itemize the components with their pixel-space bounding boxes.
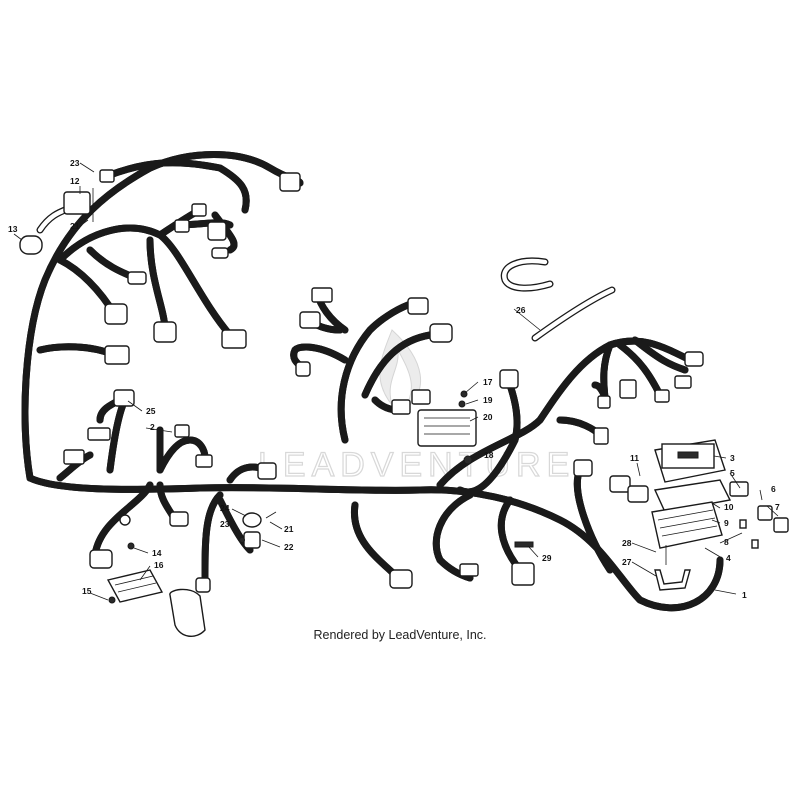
callout-21-sensor: 21 (284, 524, 294, 534)
connector-14 (407, 297, 429, 315)
callout-28: 28 (622, 538, 632, 548)
callout-29: 29 (542, 553, 552, 563)
ignition-coil (63, 191, 91, 215)
connector-22 (597, 395, 611, 409)
callout-27: 27 (622, 557, 632, 567)
connector-9 (153, 321, 177, 343)
connector-33 (459, 563, 479, 577)
callout-24: 24 (220, 503, 230, 513)
callout-23-top: 23 (70, 158, 80, 168)
callout-17: 17 (483, 377, 493, 387)
control-module (106, 542, 206, 637)
fuse-box-assembly (609, 439, 789, 549)
callout-25: 25 (146, 406, 156, 416)
callout-18: 18 (484, 450, 494, 460)
harness-connectors (63, 169, 704, 593)
connector-35 (195, 577, 211, 593)
connector-3 (191, 203, 207, 217)
callout-8: 8 (724, 537, 729, 547)
connector-19 (674, 375, 692, 389)
watermark-text: LEADVENTURE (258, 446, 575, 484)
callout-26: 26 (516, 305, 526, 315)
connector-24 (573, 459, 593, 477)
connector-18 (684, 351, 704, 367)
callout-3: 3 (730, 453, 735, 463)
callout-21-coil: 21 (70, 221, 80, 231)
connector-30 (257, 462, 277, 480)
callout-9: 9 (724, 518, 729, 528)
connector-27 (63, 449, 85, 465)
connector-12 (311, 287, 333, 303)
callout-1: 1 (742, 590, 747, 600)
callouts: 1 2 3 4 5 6 7 8 9 10 11 12 13 14 15 16 1… (8, 158, 780, 601)
voltage-regulator (391, 389, 477, 465)
connector-16 (295, 361, 311, 377)
mounting-bracket (654, 545, 691, 591)
connector-13 (299, 311, 321, 329)
connector-36 (89, 549, 113, 569)
connector-15 (429, 323, 453, 343)
render-credit: Rendered by LeadVenture, Inc. (313, 628, 487, 642)
connector-32 (389, 569, 413, 589)
callout-15: 15 (82, 586, 92, 596)
callout-2: 2 (150, 422, 155, 432)
connector-4 (174, 219, 190, 233)
connector-31 (169, 511, 189, 527)
callout-4: 4 (726, 553, 731, 563)
connector-8 (104, 303, 128, 325)
callout-7: 7 (775, 502, 780, 512)
connector-7 (127, 271, 147, 285)
callout-20: 20 (483, 412, 493, 422)
connector-23 (593, 427, 609, 445)
harness-label-tag (514, 541, 534, 548)
callout-14: 14 (152, 548, 162, 558)
connector-top-2 (279, 172, 301, 192)
connector-34 (511, 562, 535, 586)
cable-tie (500, 257, 616, 342)
callout-11: 11 (630, 453, 639, 463)
watermark: LEADVENTURE (257, 329, 575, 485)
connector-20 (619, 379, 637, 399)
connector-5 (207, 221, 227, 241)
callout-22: 22 (284, 542, 294, 552)
connector-21 (654, 389, 670, 403)
callout-19: 19 (483, 395, 493, 405)
harness-wires (25, 155, 724, 608)
callout-5: 5 (730, 468, 735, 478)
callout-12: 12 (70, 176, 80, 186)
connector-28 (174, 424, 190, 438)
callout-13: 13 (8, 224, 18, 234)
connector-top-1 (99, 169, 115, 183)
speed-sensor (239, 511, 277, 549)
callout-leaders (13, 162, 779, 601)
connector-26 (87, 427, 111, 441)
connector-11 (104, 345, 130, 365)
spark-plug-cap (19, 235, 43, 255)
connector-6 (211, 247, 229, 259)
connector-10 (221, 329, 247, 349)
connector-29 (195, 454, 213, 468)
callout-16: 16 (154, 560, 164, 570)
callout-10: 10 (724, 502, 734, 512)
ring-terminal (119, 514, 131, 526)
connector-17 (499, 369, 519, 389)
callout-23-sensor: 23 (220, 519, 230, 529)
ignition-coil-assembly (19, 188, 94, 255)
callout-6: 6 (771, 484, 776, 494)
